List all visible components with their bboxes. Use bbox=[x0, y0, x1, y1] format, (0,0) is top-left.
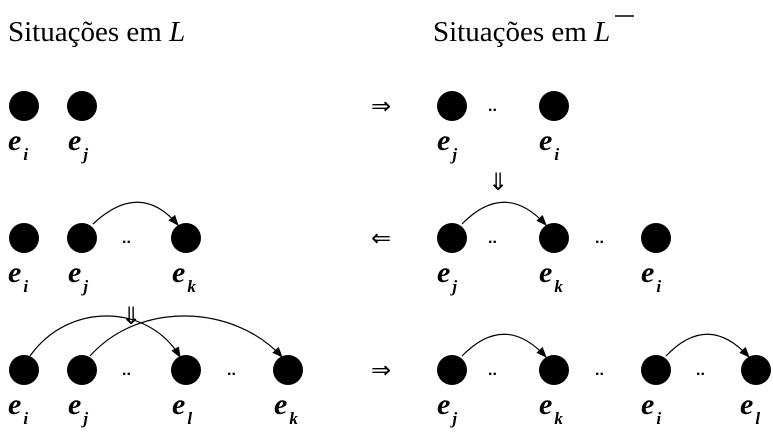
node-ek bbox=[171, 223, 201, 253]
node-ei bbox=[9, 355, 39, 385]
ellipsis: .. bbox=[488, 98, 497, 115]
arrow-right-row-3: ⇒ bbox=[371, 356, 391, 384]
edge-ej-to-ek bbox=[461, 201, 547, 226]
arrow-down-left-column: ⇓ bbox=[121, 302, 141, 330]
node-ej bbox=[67, 91, 97, 121]
node-ek bbox=[539, 223, 569, 253]
node-ej bbox=[437, 355, 467, 385]
ellipsis: .. bbox=[122, 362, 131, 379]
node-el bbox=[741, 355, 771, 385]
edge-ej-to-ek bbox=[92, 201, 179, 226]
node-el bbox=[171, 355, 201, 385]
node-ei bbox=[641, 223, 671, 253]
node-ej bbox=[437, 223, 467, 253]
ellipsis: .. bbox=[227, 362, 236, 379]
edge-ei-to-el bbox=[29, 315, 181, 358]
node-ei bbox=[641, 355, 671, 385]
node-ej bbox=[67, 355, 97, 385]
heading-right: Situações em L bbox=[433, 15, 634, 48]
ellipsis: .. bbox=[122, 230, 131, 247]
arrow-right-row-1: ⇒ bbox=[371, 92, 391, 120]
node-ek bbox=[539, 355, 569, 385]
node-ej bbox=[437, 91, 467, 121]
node-ek bbox=[273, 355, 303, 385]
arrow-left-row-2: ⇐ bbox=[371, 224, 391, 252]
node-ei bbox=[9, 91, 39, 121]
edge-ei-to-el bbox=[665, 333, 750, 358]
node-ei bbox=[9, 223, 39, 253]
heading-left: Situações em L bbox=[8, 16, 185, 48]
svg-text:Situações em L: Situações em L bbox=[433, 16, 610, 48]
node-ei bbox=[539, 91, 569, 121]
node-ej bbox=[67, 223, 97, 253]
ellipsis: .. bbox=[595, 362, 604, 379]
heading-right-var: L bbox=[593, 16, 610, 48]
heading-right-prefix: Situações em bbox=[433, 16, 587, 48]
ellipsis: .. bbox=[488, 362, 497, 379]
arrow-down-right-column: ⇓ bbox=[488, 168, 508, 196]
heading-left-var: L bbox=[168, 16, 185, 48]
ellipsis: .. bbox=[696, 362, 705, 379]
ellipsis: .. bbox=[488, 230, 497, 247]
ellipsis: .. bbox=[595, 230, 604, 247]
edge-ej-to-ek bbox=[461, 333, 547, 358]
edge-ej-to-ek bbox=[89, 315, 283, 358]
